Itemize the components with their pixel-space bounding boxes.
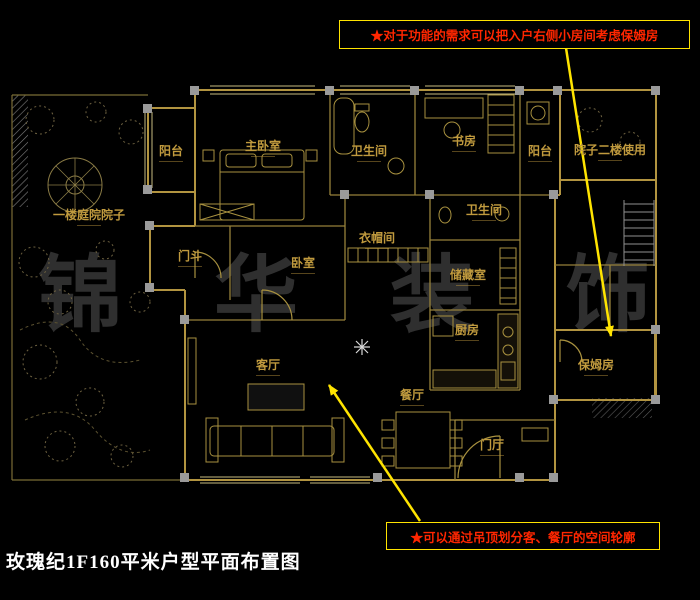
windows — [144, 85, 515, 484]
room-label-master-bedroom: 主卧室 — [245, 137, 281, 157]
room-label-dining-room: 餐厅 — [400, 386, 424, 406]
room-label-cloakroom: 衣帽间 — [359, 229, 395, 249]
bathtub-icon — [333, 97, 355, 155]
stairs-icon — [623, 200, 655, 266]
page-title: 玫瑰纪1F160平米户型平面布置图 — [6, 552, 301, 573]
interior-walls — [185, 90, 656, 480]
watermark: 锦华装饰 — [38, 248, 700, 342]
dresser-icon — [199, 203, 255, 221]
closet-shelves-icon — [347, 247, 517, 305]
room-label-balcony-left: 阳台 — [159, 142, 183, 162]
room-label-storage-room: 储藏室 — [450, 266, 486, 286]
room-label-bathroom-mid: 卫生间 — [466, 201, 502, 221]
room-label-vestibule: 门斗 — [178, 247, 202, 267]
kitchen-counter-icon — [432, 313, 519, 389]
callout-nanny-room-note: ★对于功能的需求可以把入户右侧小房间考虑保姆房 — [339, 20, 690, 49]
room-label-courtyard-2f: 院子二楼使用 — [574, 141, 646, 161]
annotation-arrows — [327, 47, 614, 522]
room-label-study: 书房 — [452, 132, 476, 152]
room-label-living-room: 客厅 — [256, 356, 280, 376]
door-arcs — [194, 251, 583, 479]
shoe-cabinet-icon — [521, 427, 549, 442]
furniture — [187, 94, 550, 469]
washer-icon — [526, 101, 550, 125]
callout-ceiling-note: ★可以通过吊顶划分客、餐厅的空间轮廓 — [386, 522, 660, 550]
foliage-icons — [18, 101, 641, 468]
room-label-nanny-room: 保姆房 — [578, 356, 614, 376]
hatch-strip-right — [592, 398, 652, 418]
room-label-bedroom: 卧室 — [291, 254, 315, 274]
plant-icon — [354, 339, 370, 355]
wall-piers — [143, 86, 660, 482]
toilet-icon — [354, 103, 452, 224]
room-label-bathroom-top: 卫生间 — [351, 142, 387, 162]
garden-table-icon — [48, 158, 102, 212]
room-label-balcony-right: 阳台 — [528, 142, 552, 162]
room-label-kitchen: 厨房 — [455, 321, 479, 341]
dining-table-icon — [381, 411, 463, 469]
room-label-foyer: 门厅 — [480, 436, 504, 456]
outer-walls — [147, 89, 657, 481]
bedroom-door-icon — [261, 289, 293, 321]
arrow-to-nanny-room — [564, 47, 614, 337]
garden — [11, 94, 641, 481]
hatch-strip-left — [12, 95, 28, 207]
sofa-icon — [187, 337, 345, 463]
arrow-to-living-room — [327, 384, 422, 522]
room-label-courtyard-1f: 一楼庭院院子 — [53, 206, 125, 226]
